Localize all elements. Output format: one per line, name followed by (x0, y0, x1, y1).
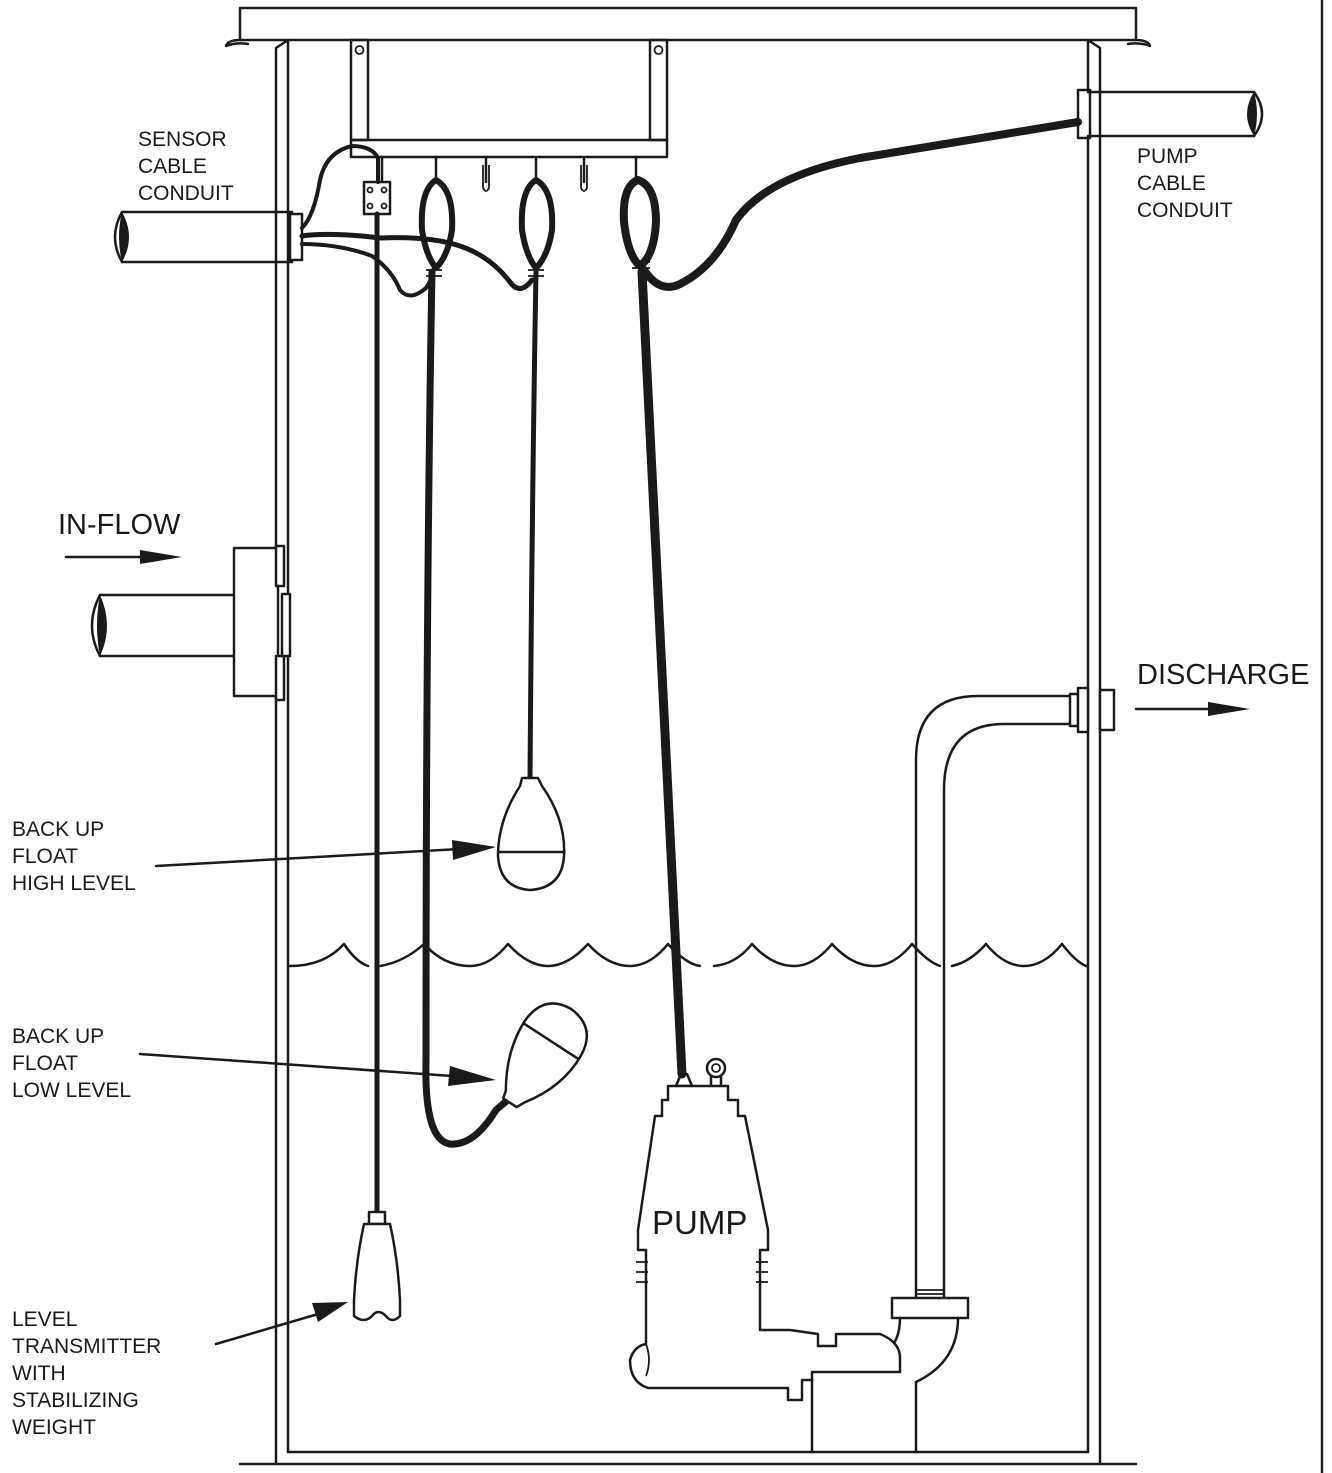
cables (299, 118, 1082, 1215)
discharge-pipe (810, 686, 1116, 1454)
in-flow-arrow (64, 550, 182, 564)
pump-label: PUMP (652, 1204, 747, 1241)
in-flow-pipe (90, 544, 292, 702)
pump-cable (619, 176, 660, 270)
backup-float-high (496, 776, 566, 892)
backup-float-low-label: BACK UP FLOAT LOW LEVEL (12, 1025, 131, 1102)
discharge-arrow (1134, 702, 1250, 716)
hook-rail (349, 138, 669, 159)
in-flow-label: IN-FLOW (58, 509, 181, 541)
high-float-leader (154, 840, 496, 868)
pump-cable-conduit-label: PUMP CABLE CONDUIT (1137, 145, 1233, 222)
pump-lifting-eye (705, 1057, 727, 1079)
wet-well-floor (238, 1450, 1138, 1466)
sensor-cable-conduit (113, 210, 304, 264)
wet-well-lid (238, 6, 1138, 42)
high-float-cable (518, 177, 556, 271)
water-surface (288, 942, 1088, 968)
pump-cable-conduit (1076, 88, 1264, 140)
level-transmitter (352, 1210, 402, 1322)
backup-float-low (501, 1002, 589, 1109)
low-float-leader (138, 1052, 496, 1086)
backup-float-high-label: BACK UP FLOAT HIGH LEVEL (12, 818, 136, 895)
level-transmitter-leader (214, 1302, 348, 1346)
wet-well-left-wall (274, 38, 290, 1464)
discharge-label: DISCHARGE (1137, 659, 1309, 691)
wet-well (224, 6, 1152, 1466)
sensor-cable-clamp (362, 180, 392, 216)
pump (628, 1057, 902, 1402)
low-float-cable (418, 177, 456, 271)
level-transmitter-label: LEVEL TRANSMITTER WITH STABILIZING WEIGH… (12, 1308, 167, 1439)
wet-well-right-wall (1086, 38, 1102, 1464)
cable-hanger-bracket (349, 38, 669, 216)
sensor-cable-conduit-label: SENSOR CABLE CONDUIT (138, 128, 234, 205)
